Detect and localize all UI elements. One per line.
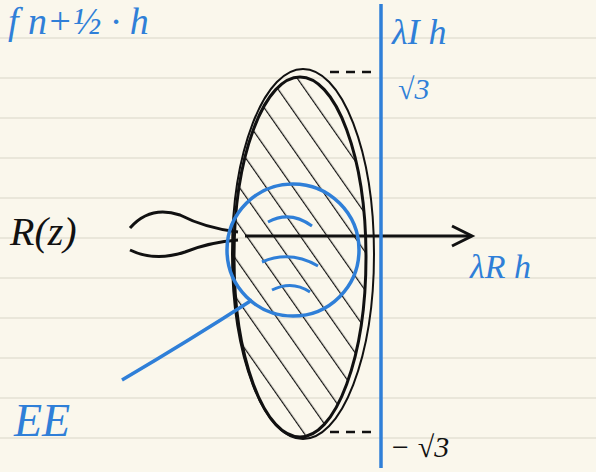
- axis-label: λR h: [470, 250, 531, 284]
- axis-label: λI h: [392, 14, 447, 50]
- tick-value: − √3: [390, 432, 449, 462]
- circle-marks: [262, 217, 318, 292]
- leader-line: [122, 300, 252, 380]
- stability-region-outline: [234, 77, 366, 437]
- imaginary-axis: [379, 4, 383, 468]
- formula-note: f n+½ · h: [8, 2, 149, 40]
- method-label: EE: [14, 398, 70, 444]
- explicit-euler-circle: [227, 184, 359, 316]
- stability-region-outline: [232, 69, 374, 439]
- dashed-tick: [330, 431, 378, 434]
- stability-region-hatch: [230, 70, 375, 450]
- region-label: R(z): [10, 212, 77, 252]
- bracket: [130, 212, 238, 257]
- tick-value: √3: [398, 74, 429, 104]
- dashed-tick: [330, 71, 378, 74]
- axis-arrowhead: [452, 226, 472, 246]
